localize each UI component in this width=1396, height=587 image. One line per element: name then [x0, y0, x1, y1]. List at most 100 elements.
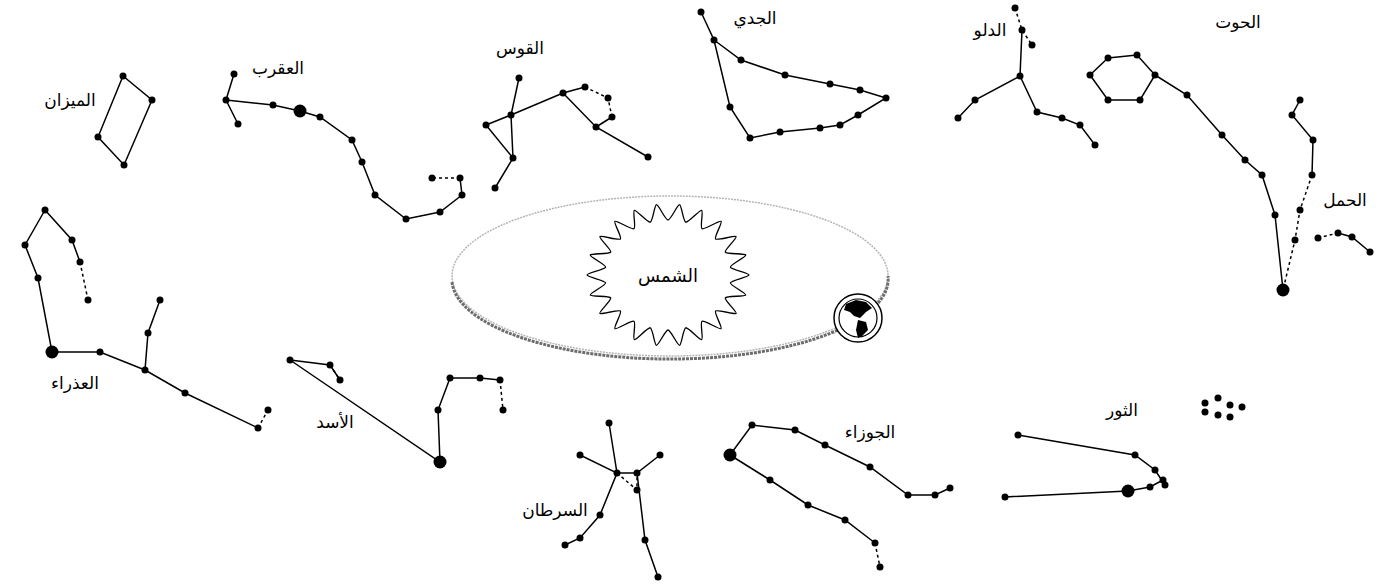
star	[497, 377, 504, 384]
star	[1152, 467, 1159, 474]
star	[145, 330, 152, 337]
star	[947, 485, 954, 492]
star	[1239, 404, 1246, 411]
star	[1152, 72, 1159, 79]
star	[932, 492, 939, 499]
bright-star	[46, 346, 59, 359]
bright-star	[1277, 284, 1290, 297]
star-line	[563, 93, 648, 157]
star	[1242, 157, 1249, 164]
constellation-name: الأسد	[316, 412, 354, 432]
star-line	[1005, 480, 1163, 497]
star	[1297, 97, 1304, 104]
star	[287, 357, 294, 364]
star	[877, 564, 884, 571]
star	[500, 407, 507, 414]
star	[337, 377, 344, 384]
constellation-figure	[698, 9, 890, 142]
earth-disc	[839, 299, 877, 337]
constellation-name: الدلو	[974, 20, 1007, 40]
star	[609, 114, 616, 121]
star	[1227, 402, 1234, 409]
star	[1002, 494, 1009, 501]
star	[516, 75, 523, 82]
star	[457, 175, 464, 182]
star	[562, 542, 569, 549]
star	[359, 159, 366, 166]
star	[459, 192, 466, 199]
constellation-figure	[724, 422, 954, 571]
star	[1160, 477, 1167, 484]
star	[1272, 212, 1279, 219]
star	[582, 84, 589, 91]
constellation-name: القوس	[496, 38, 544, 58]
star-line	[730, 425, 950, 495]
star	[182, 390, 189, 397]
star	[69, 237, 76, 244]
star-line-dashed	[875, 543, 880, 567]
star	[738, 57, 745, 64]
sun-label: الشمس	[638, 265, 698, 286]
star	[1227, 414, 1234, 421]
star	[270, 102, 277, 109]
star-line-dashed	[1283, 175, 1312, 290]
star	[97, 349, 104, 356]
star	[842, 517, 849, 524]
star-line	[98, 76, 152, 165]
star-line	[511, 87, 585, 115]
star	[1292, 237, 1299, 244]
star	[805, 502, 812, 509]
star-line-dashed	[585, 87, 612, 117]
constellation-figure	[483, 75, 652, 192]
constellation-name: العذراء	[51, 373, 99, 393]
star-line-dashed	[1015, 8, 1032, 45]
star	[1310, 137, 1317, 144]
star	[1134, 52, 1141, 59]
star-line	[1292, 100, 1313, 175]
star	[492, 185, 499, 192]
star	[727, 104, 734, 111]
constellation-name: الثور	[1106, 400, 1138, 420]
star	[35, 275, 42, 282]
star	[77, 259, 84, 266]
star-line	[290, 360, 500, 462]
star	[95, 134, 102, 141]
star	[605, 95, 612, 102]
star	[614, 470, 621, 477]
bright-star	[1122, 485, 1135, 498]
constellation-name: السرطان	[522, 500, 588, 520]
star	[327, 362, 334, 369]
star	[634, 470, 641, 477]
star-line	[730, 455, 875, 543]
bright-star	[294, 105, 307, 118]
star	[1367, 249, 1374, 256]
star	[822, 442, 829, 449]
star	[1092, 142, 1099, 149]
star	[955, 115, 962, 122]
star	[867, 464, 874, 471]
star	[1297, 207, 1304, 214]
star	[767, 477, 774, 484]
star	[372, 192, 379, 199]
constellation-figure	[1002, 395, 1246, 501]
star	[1259, 172, 1266, 179]
star	[577, 535, 584, 542]
sun-outline	[587, 205, 749, 346]
star-line	[486, 125, 513, 158]
star	[597, 512, 604, 519]
star	[435, 407, 442, 414]
star	[85, 297, 92, 304]
constellation-name: الميزان	[44, 90, 95, 110]
star	[872, 540, 879, 547]
star	[1309, 172, 1316, 179]
star	[508, 112, 515, 119]
earth-orbit	[452, 196, 888, 356]
star	[855, 112, 862, 119]
star	[655, 574, 662, 581]
star	[657, 452, 664, 459]
star	[510, 155, 517, 162]
star	[42, 207, 49, 214]
star	[1202, 409, 1209, 416]
constellation-name: الحوت	[1215, 12, 1261, 32]
